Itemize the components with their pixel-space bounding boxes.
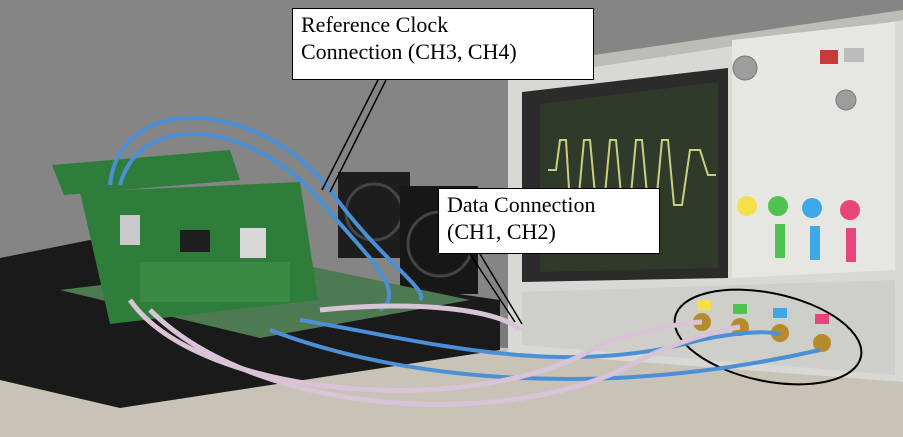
scope-top xyxy=(508,10,903,80)
horizontal-knob xyxy=(732,55,758,81)
board-chip-2 xyxy=(180,230,210,252)
data-connection-callout: Data Connection (CH1, CH2) xyxy=(438,188,660,254)
ref-clock-pointer-1 xyxy=(321,79,379,191)
pink-cable-2 xyxy=(148,308,741,407)
test-board xyxy=(52,150,318,324)
data-pointer-2 xyxy=(479,253,523,325)
data-connection-line2: (CH1, CH2) xyxy=(447,219,556,244)
pink-cables xyxy=(127,298,741,407)
ch3-bar xyxy=(810,226,820,260)
blue-cable-2 xyxy=(118,132,392,312)
ch2-knob xyxy=(768,196,788,216)
ch3-tab xyxy=(773,308,787,318)
data-pointer-1 xyxy=(469,253,516,323)
run-stop-button xyxy=(820,50,838,64)
blue-cable-1 xyxy=(108,116,424,302)
ch4-tab xyxy=(815,314,829,324)
board-top-card xyxy=(52,150,240,195)
board-label xyxy=(240,228,266,258)
ch3-knob xyxy=(802,198,822,218)
ch1-tab xyxy=(697,300,711,310)
data-connection-line1: Data Connection xyxy=(447,192,596,217)
blue-cable-3 xyxy=(299,318,781,360)
level-knob xyxy=(835,89,857,111)
reference-clock-line2: Connection (CH3, CH4) xyxy=(301,39,517,64)
ch2-bar xyxy=(775,224,785,258)
hand-drawn-circle xyxy=(673,288,863,386)
ch2-tab xyxy=(733,304,747,314)
ch4-knob xyxy=(840,200,860,220)
board-chip-1 xyxy=(120,215,140,245)
pink-cable-3 xyxy=(319,303,522,332)
ch4-input xyxy=(813,334,831,352)
reference-clock-line1: Reference Clock xyxy=(301,12,449,37)
ch1-knob xyxy=(737,196,757,216)
pink-cable-1 xyxy=(127,298,703,393)
ref-clock-pointer-2 xyxy=(329,79,387,193)
board-grid xyxy=(140,262,290,302)
reference-clock-callout: Reference Clock Connection (CH3, CH4) xyxy=(292,8,594,80)
ch4-bar xyxy=(846,228,856,262)
single-button xyxy=(844,48,864,62)
board-main xyxy=(80,182,318,324)
